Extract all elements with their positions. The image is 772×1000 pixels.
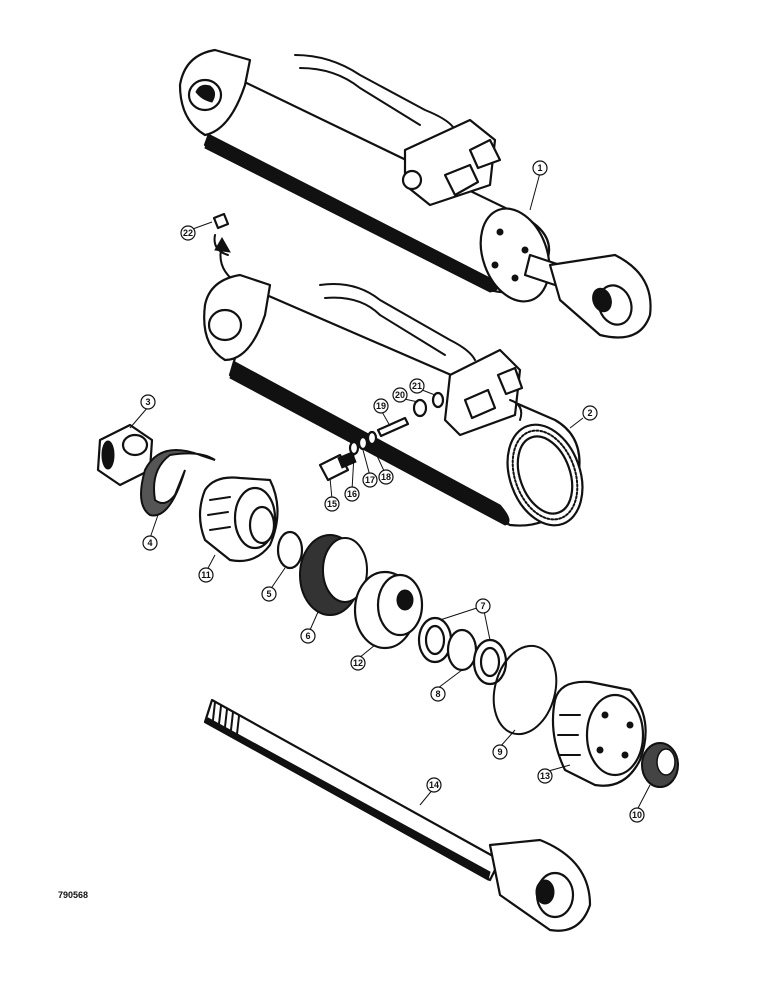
callout-20-label: 20	[395, 390, 405, 400]
callout-2-label: 2	[587, 408, 592, 418]
callout-13-label: 13	[540, 771, 550, 781]
callout-4: 4	[142, 535, 158, 551]
callout-17: 17	[362, 472, 378, 488]
wear-ring	[140, 449, 216, 517]
callout-15: 15	[324, 496, 340, 512]
callout-3: 3	[140, 394, 156, 410]
callout-21-label: 21	[412, 381, 422, 391]
callout-7-label: 7	[480, 601, 485, 611]
gland-nut	[551, 680, 647, 787]
backup-rings	[417, 616, 508, 686]
callout-7: 7	[475, 598, 491, 614]
o-ring-9	[492, 644, 558, 736]
assembled-cylinder	[178, 48, 652, 339]
piston	[353, 570, 424, 650]
leader-lines	[129, 172, 651, 811]
callout-21: 21	[409, 378, 425, 394]
callout-15-label: 15	[327, 499, 337, 509]
callout-20: 20	[392, 387, 408, 403]
callout-18: 18	[378, 469, 394, 485]
callout-8: 8	[430, 686, 446, 702]
callout-17-label: 17	[365, 475, 375, 485]
callout-14-label: 14	[429, 780, 439, 790]
callout-18-label: 18	[381, 472, 391, 482]
callout-16-label: 16	[347, 489, 357, 499]
o-ring-5	[276, 530, 304, 570]
callout-11-label: 11	[201, 570, 211, 580]
piston-rod	[203, 698, 592, 932]
callout-19-label: 19	[376, 401, 386, 411]
callout-9: 9	[492, 744, 508, 760]
callout-6: 6	[300, 628, 316, 644]
callout-9-label: 9	[497, 747, 502, 757]
callout-2: 2	[582, 405, 598, 421]
callout-10: 10	[629, 807, 645, 823]
figure-id: 790568	[58, 890, 89, 900]
callout-8-label: 8	[435, 689, 440, 699]
callout-22: 22	[180, 225, 196, 241]
callout-19: 19	[373, 398, 389, 414]
rod-wiper	[641, 742, 679, 788]
callout-6-label: 6	[305, 631, 310, 641]
callout-12-label: 12	[353, 658, 363, 668]
callout-4-label: 4	[147, 538, 152, 548]
callout-14: 14	[426, 777, 442, 793]
fitting-parts	[318, 391, 445, 482]
callout-22-label: 22	[183, 228, 193, 238]
piston-seal	[299, 534, 368, 616]
cylinder-head	[198, 476, 279, 563]
callout-10-label: 10	[632, 810, 642, 820]
callout-5-label: 5	[266, 589, 271, 599]
callout-16: 16	[344, 486, 360, 502]
callout-13: 13	[537, 768, 553, 784]
callout-1: 1	[532, 160, 548, 176]
callout-12: 12	[350, 655, 366, 671]
callout-11: 11	[198, 567, 214, 583]
callout-1-label: 1	[537, 163, 542, 173]
callout-5: 5	[261, 586, 277, 602]
callout-3-label: 3	[145, 397, 150, 407]
